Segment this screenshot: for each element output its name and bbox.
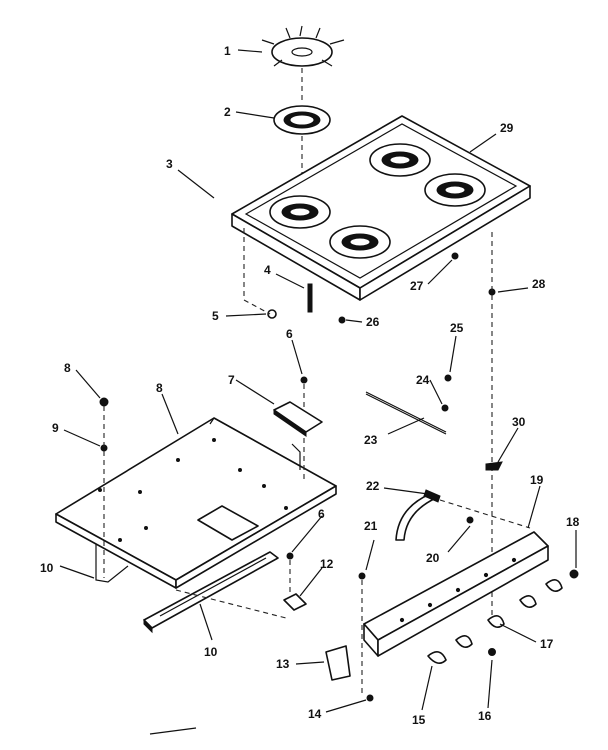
- callout-7: 7: [228, 373, 235, 387]
- screw-part-24: [441, 404, 449, 412]
- tube-part-22: [395, 489, 441, 541]
- callout-12: 12: [320, 557, 334, 571]
- screw-part-21: [358, 572, 366, 580]
- callout-6-upper: 6: [286, 327, 293, 341]
- clip-part-30: [485, 461, 503, 471]
- callout-2: 2: [224, 105, 231, 119]
- alignment-line: [175, 589, 287, 619]
- callout-labels: 1 2 3 4 5 6 6 7 8 8 9 10 10 12 13 14 15 …: [40, 44, 580, 727]
- callout-27: 27: [410, 279, 424, 293]
- callout-26: 26: [366, 315, 380, 329]
- callout-6-lower: 6: [318, 507, 325, 521]
- callout-28: 28: [532, 277, 546, 291]
- bracket-holes: [399, 557, 517, 623]
- callout-13: 13: [276, 657, 290, 671]
- burner-box-pan-part-8: [55, 417, 337, 589]
- callout-10-left: 10: [40, 561, 54, 575]
- clip-part-5: [267, 309, 277, 319]
- screw-part-25: [444, 374, 452, 382]
- burner-ring-part-2: [273, 105, 331, 135]
- callout-8-pan: 8: [156, 381, 163, 395]
- callout-30: 30: [512, 415, 526, 429]
- manifold-bracket-part-19: [363, 531, 549, 657]
- orifice-part-16: [488, 648, 496, 656]
- callout-5: 5: [212, 309, 219, 323]
- scan-mark: [149, 727, 197, 735]
- leader-lines: [59, 49, 577, 713]
- callout-15: 15: [412, 713, 426, 727]
- clip-part-12: [283, 593, 307, 611]
- valve-knobs-part-15: [427, 579, 563, 664]
- callout-16: 16: [478, 709, 492, 723]
- cooktop-panel-part-3: [231, 115, 531, 301]
- callout-3: 3: [166, 157, 173, 171]
- callout-8-left: 8: [64, 361, 71, 375]
- screw-part-6-lower: [286, 552, 294, 560]
- screw-part-8-top: [99, 397, 109, 407]
- callout-1: 1: [224, 44, 231, 58]
- screw-part-18: [569, 569, 579, 579]
- callout-18: 18: [566, 515, 580, 529]
- callout-17: 17: [540, 637, 554, 651]
- alignment-line: [243, 299, 271, 315]
- callout-22: 22: [366, 479, 380, 493]
- burner-cap-part-1: [261, 25, 345, 67]
- screw-part-26: [338, 316, 346, 324]
- callout-20: 20: [426, 551, 440, 565]
- screw-part-27: [451, 252, 459, 260]
- alignment-line: [439, 499, 531, 529]
- callout-4: 4: [264, 263, 271, 277]
- callout-25: 25: [450, 321, 464, 335]
- cooktop-burner-openings: [269, 143, 486, 259]
- callout-14: 14: [308, 707, 322, 721]
- callout-29: 29: [500, 121, 514, 135]
- callout-23: 23: [364, 433, 378, 447]
- screw-part-14: [366, 694, 374, 702]
- screw-part-20: [466, 516, 474, 524]
- rod-part-23: [365, 391, 447, 435]
- callout-10-lower: 10: [204, 645, 218, 659]
- callout-19: 19: [530, 473, 544, 487]
- rail-part-10: [143, 551, 279, 634]
- bracket-part-13: [325, 645, 351, 681]
- callout-24: 24: [416, 373, 430, 387]
- callout-21: 21: [364, 519, 378, 533]
- screw-part-6: [300, 376, 308, 384]
- callout-9: 9: [52, 421, 59, 435]
- screw-part-4: [307, 283, 313, 313]
- bracket-part-7: [273, 401, 323, 437]
- pan-holes: [98, 438, 288, 542]
